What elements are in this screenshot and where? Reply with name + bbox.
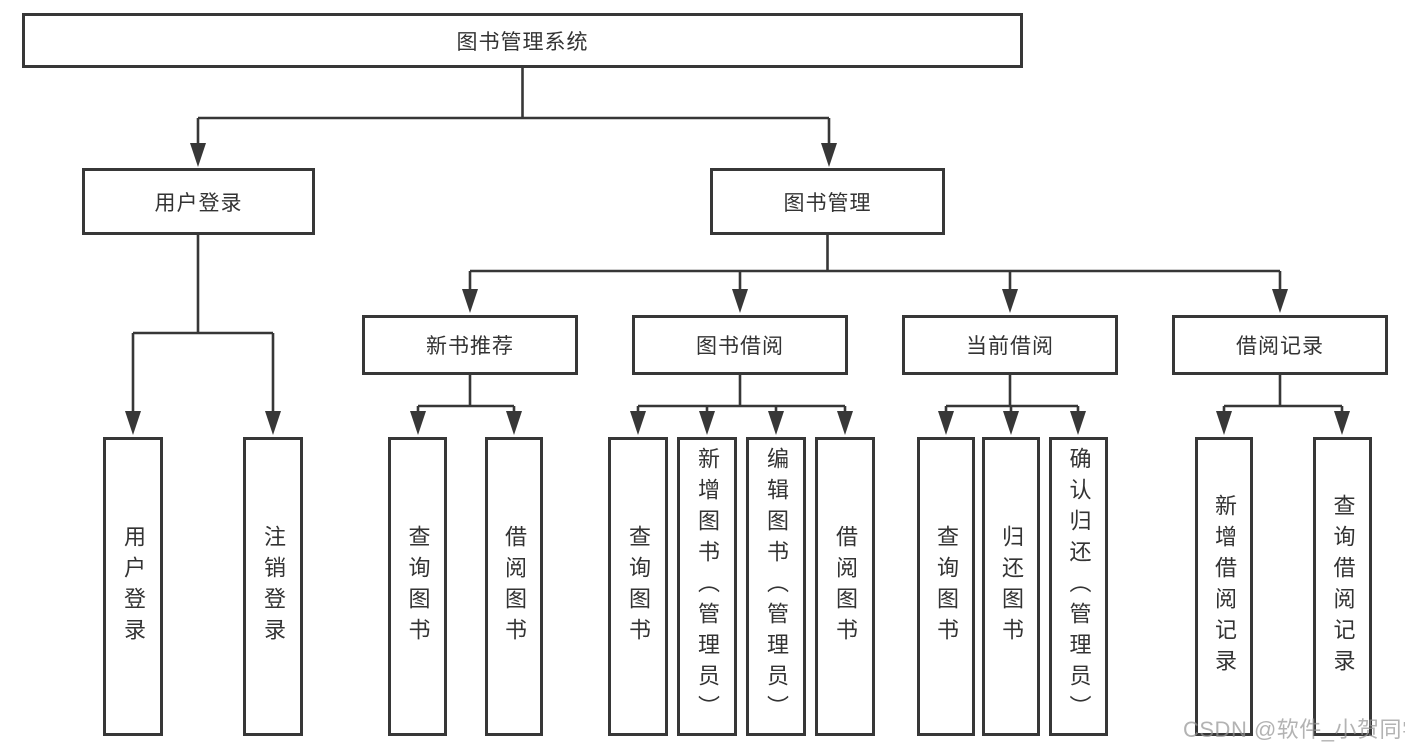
node-label: 图书借阅	[696, 335, 784, 358]
csdn-watermark: CSDN @软件_小贺同学	[1183, 717, 1405, 742]
node-borrowing-records: 借阅记录	[1172, 315, 1388, 375]
node-label: 当前借阅	[966, 335, 1054, 358]
arrow-down-icon	[1070, 411, 1086, 435]
node-label: 借阅图书	[833, 524, 858, 649]
leaf-return-books: 归还图书	[982, 437, 1040, 736]
node-label: 新增图书（管理员）	[695, 447, 720, 726]
node-label: 编辑图书（管理员）	[764, 447, 789, 726]
leaf-confirm-return-admin: 确认归还（管理员）	[1049, 437, 1108, 736]
arrow-down-icon	[410, 411, 426, 435]
node-label: 借阅图书	[502, 524, 527, 649]
node-label: 图书管理系统	[456, 30, 589, 54]
arrow-down-icon	[938, 411, 954, 435]
node-label: 新书推荐	[426, 335, 514, 358]
arrow-down-icon	[732, 289, 748, 313]
arrow-down-icon	[837, 411, 853, 435]
arrow-down-icon	[821, 143, 837, 167]
node-user-login-branch: 用户登录	[82, 168, 315, 235]
node-root-system: 图书管理系统	[22, 13, 1023, 68]
arrow-down-icon	[699, 411, 715, 435]
arrow-down-icon	[265, 411, 281, 435]
leaf-user-login: 用户登录	[103, 437, 163, 736]
connector-arrowheads	[125, 143, 1350, 435]
arrow-down-icon	[1216, 411, 1232, 435]
node-label: 新增借阅记录	[1212, 493, 1237, 680]
arrow-down-icon	[630, 411, 646, 435]
node-book-management-branch: 图书管理	[710, 168, 945, 235]
node-label: 查询图书	[626, 524, 651, 649]
leaf-logout: 注销登录	[243, 437, 303, 736]
arrow-down-icon	[1003, 411, 1019, 435]
arrow-down-icon	[506, 411, 522, 435]
arrow-down-icon	[1272, 289, 1288, 313]
arrow-down-icon	[1002, 289, 1018, 313]
leaf-add-borrow-record: 新增借阅记录	[1195, 437, 1253, 736]
leaf-query-books-borrowing: 查询图书	[608, 437, 668, 736]
node-label: 查询图书	[934, 524, 959, 649]
arrow-down-icon	[125, 411, 141, 435]
arrow-down-icon	[190, 143, 206, 167]
leaf-borrow-books-borrowing: 借阅图书	[815, 437, 875, 736]
leaf-query-books-newrec: 查询图书	[388, 437, 447, 736]
node-label: 图书管理	[783, 191, 872, 215]
node-label: 用户登录	[154, 191, 243, 215]
leaf-edit-books-admin: 编辑图书（管理员）	[746, 437, 806, 736]
arrow-down-icon	[1334, 411, 1350, 435]
arrow-down-icon	[768, 411, 784, 435]
leaf-query-borrow-record: 查询借阅记录	[1313, 437, 1372, 736]
arrow-down-icon	[462, 289, 478, 313]
node-book-borrowing: 图书借阅	[632, 315, 848, 375]
node-new-book-recommend: 新书推荐	[362, 315, 578, 375]
node-label: 确认归还（管理员）	[1066, 447, 1092, 726]
leaf-query-books-current: 查询图书	[917, 437, 975, 736]
node-label: 归还图书	[999, 524, 1024, 649]
leaf-borrow-books-newrec: 借阅图书	[485, 437, 543, 736]
node-label: 查询图书	[405, 524, 431, 649]
node-label: 用户登录	[121, 524, 146, 649]
node-current-borrowing: 当前借阅	[902, 315, 1118, 375]
leaf-add-books-admin: 新增图书（管理员）	[677, 437, 737, 736]
node-label: 查询借阅记录	[1330, 493, 1356, 680]
node-label: 注销登录	[261, 524, 286, 649]
node-label: 借阅记录	[1236, 335, 1324, 358]
